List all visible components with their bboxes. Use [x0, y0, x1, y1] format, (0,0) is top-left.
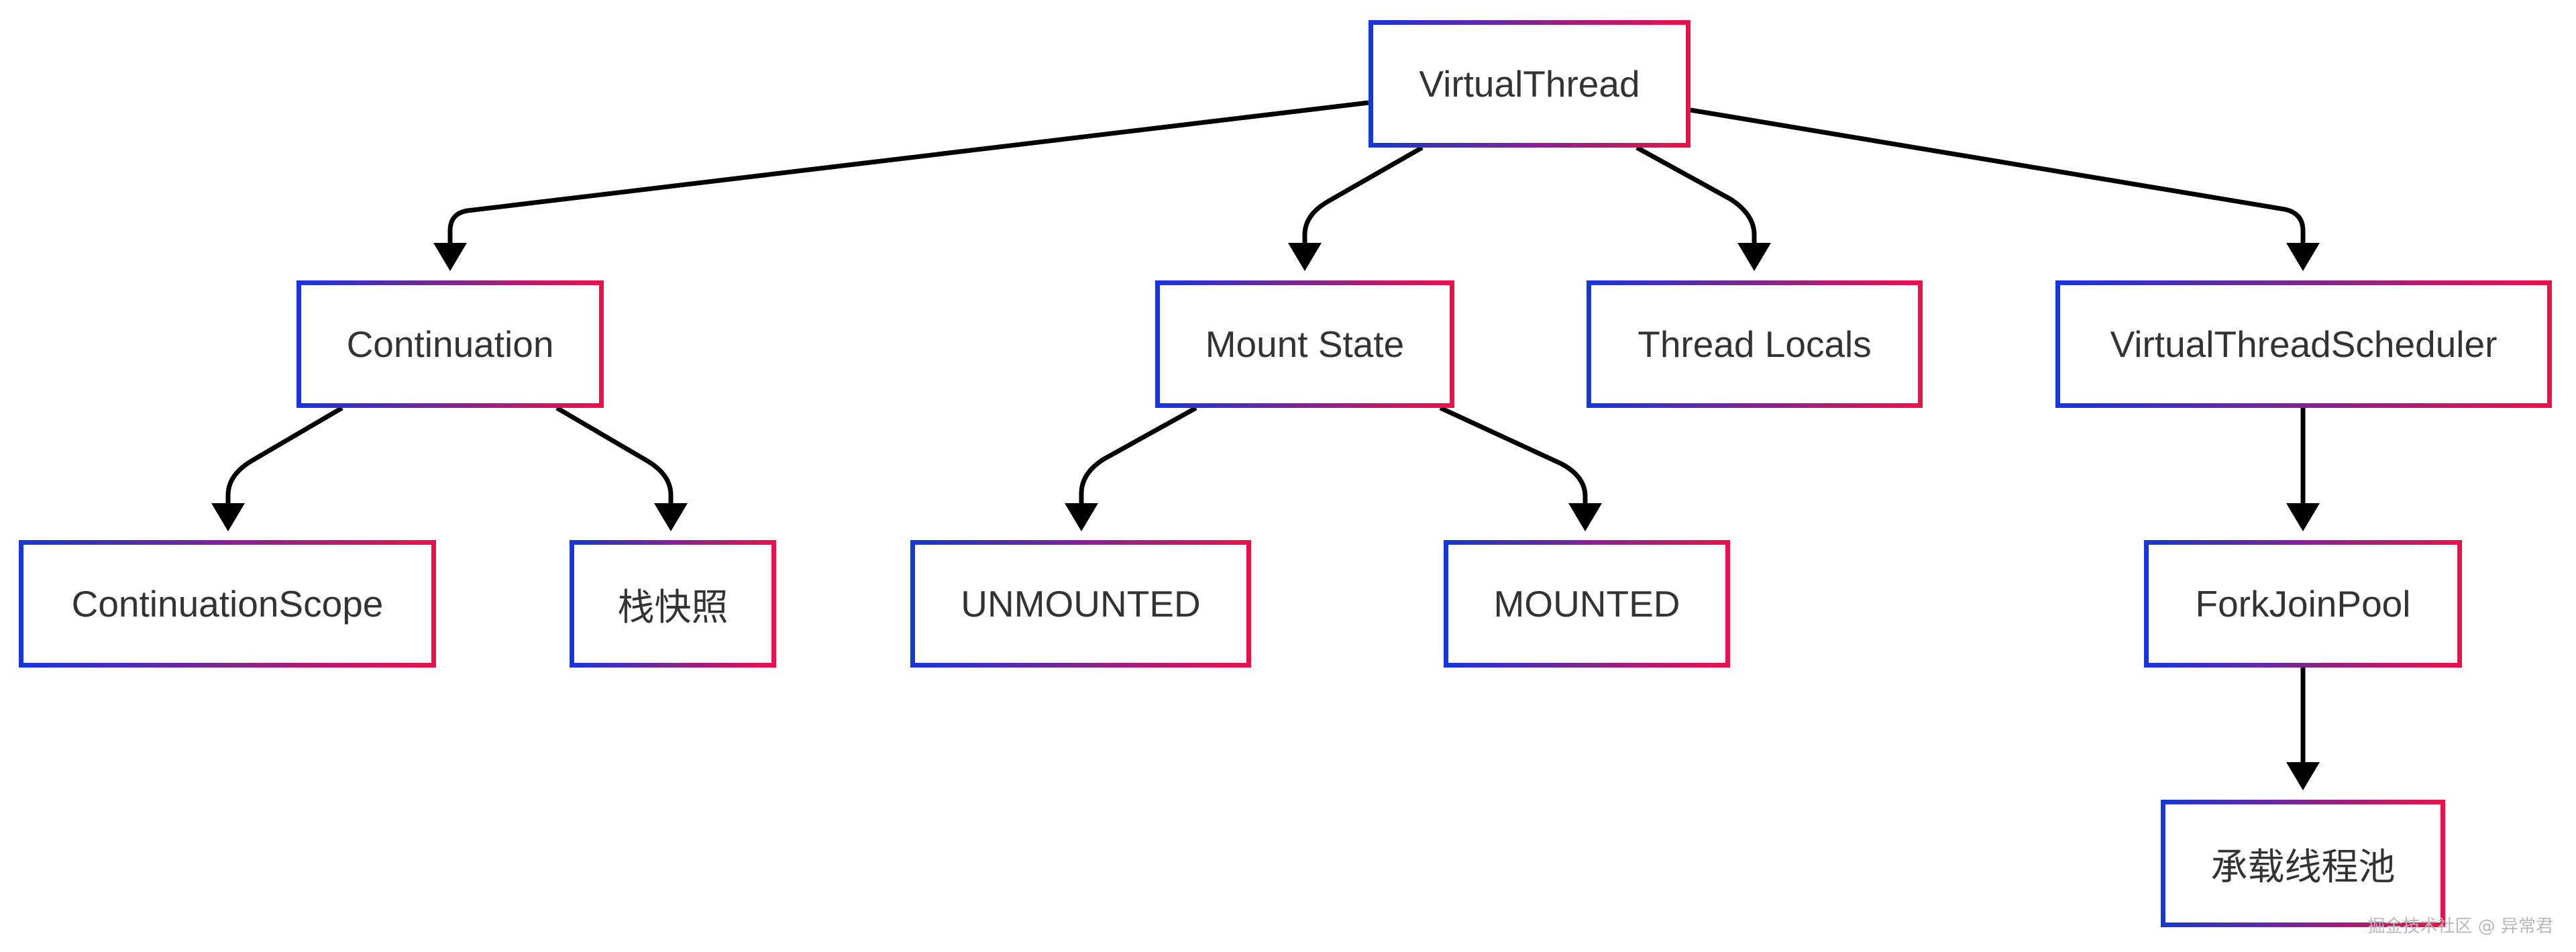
node-continuation[interactable]: Continuation [297, 280, 604, 408]
arrowhead-snapshot [654, 503, 688, 531]
arrowhead-carrierpool [2286, 762, 2320, 790]
arrowhead-forkjoinpool [2286, 503, 2320, 531]
edge-continuation-snapshot [555, 405, 674, 509]
edge-virtualthread-threadlocals [1635, 145, 1757, 248]
node-virtualthread-scheduler[interactable]: VirtualThreadScheduler [2055, 280, 2552, 408]
arrowhead-continuation-scope [211, 503, 245, 531]
node-forkjoinpool[interactable]: ForkJoinPool [2144, 540, 2462, 668]
node-label: UNMOUNTED [961, 583, 1201, 625]
node-label: Thread Locals [1638, 323, 1872, 365]
arrowhead-threadlocals [1737, 243, 1771, 271]
arrowhead-scheduler [2286, 243, 2320, 271]
edge-virtualthread-scheduler [1690, 107, 2306, 248]
node-stack-snapshot[interactable]: 栈快照 [570, 540, 776, 668]
node-mount-state[interactable]: Mount State [1155, 280, 1454, 408]
node-label: Continuation [346, 323, 554, 365]
node-mounted[interactable]: MOUNTED [1444, 540, 1730, 668]
node-label: ContinuationScope [71, 583, 384, 625]
node-thread-locals[interactable]: Thread Locals [1587, 280, 1923, 408]
watermark: 掘金技术社区 @ 异常君 [2367, 916, 2553, 937]
node-virtualthread[interactable]: VirtualThread [1368, 20, 1690, 148]
node-carrier-thread-pool[interactable]: 承载线程池 [2161, 800, 2445, 927]
arrowhead-mounted [1568, 503, 1602, 531]
node-label: 栈快照 [617, 586, 729, 628]
edge-virtualthread-continuation [447, 100, 1369, 248]
edge-continuation-scope [225, 405, 343, 509]
edges-layer [211, 100, 2320, 790]
edge-mountstate-unmounted [1079, 405, 1197, 509]
node-label: 承载线程池 [2210, 846, 2396, 888]
edge-mountstate-mounted [1439, 405, 1588, 509]
arrowhead-mountstate [1288, 243, 1322, 271]
node-label: VirtualThread [1419, 63, 1640, 105]
arrowhead-unmounted [1065, 503, 1098, 531]
edge-virtualthread-mountstate [1302, 145, 1424, 248]
node-label: ForkJoinPool [2195, 583, 2411, 625]
node-continuation-scope[interactable]: ContinuationScope [19, 540, 436, 668]
node-label: Mount State [1205, 323, 1405, 365]
arrowhead-continuation [433, 243, 467, 271]
node-unmounted[interactable]: UNMOUNTED [910, 540, 1251, 668]
node-label: VirtualThreadScheduler [2110, 323, 2498, 365]
node-label: MOUNTED [1493, 583, 1680, 625]
